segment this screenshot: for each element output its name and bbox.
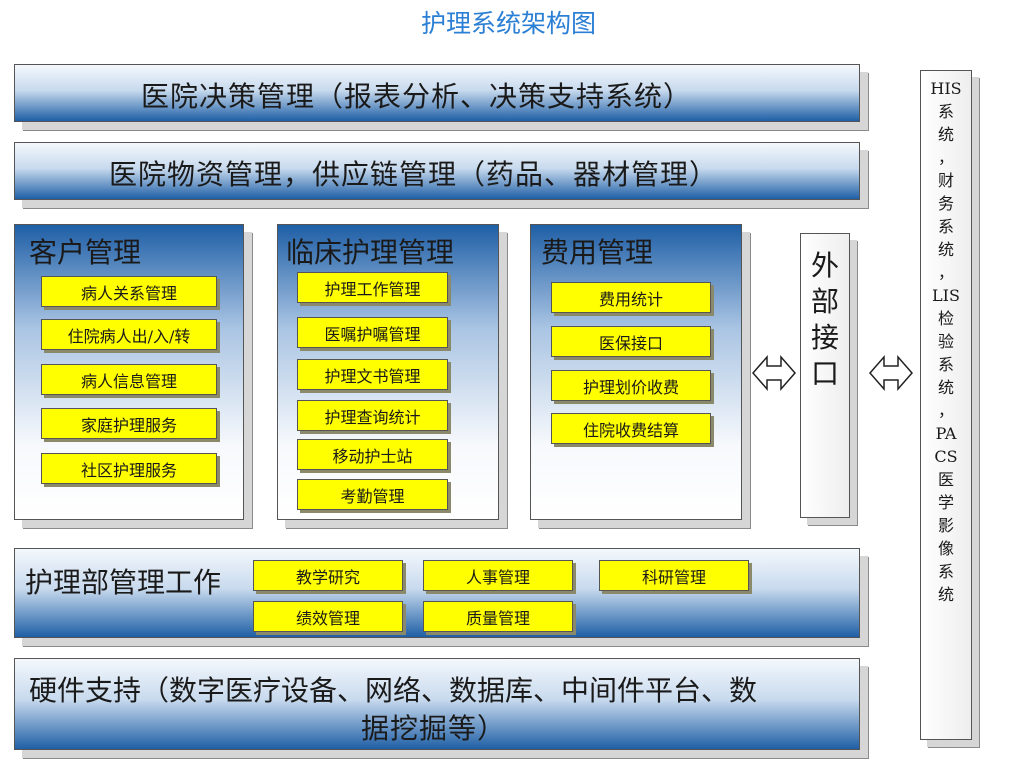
- clinical-item: 移动护士站: [297, 439, 448, 470]
- external-system-char: 验: [937, 332, 954, 351]
- external-system-char: ，: [937, 401, 954, 420]
- external-system-char: 像: [937, 539, 954, 558]
- interface-char: 口: [810, 357, 839, 390]
- external-system-char: 系: [937, 562, 954, 581]
- external-system-char: ，: [937, 148, 954, 167]
- billing-management-module: 费用管理 费用统计 医保接口 护理划价收费 住院收费结算: [530, 224, 742, 520]
- external-system-char: 财: [937, 171, 954, 190]
- external-system-char: 系: [937, 217, 954, 236]
- clinical-item: 护理文书管理: [297, 359, 448, 390]
- customer-item: 家庭护理服务: [41, 408, 217, 439]
- clinical-nursing-module: 临床护理管理 护理工作管理 医嘱护嘱管理 护理文书管理 护理查询统计 移动护士站…: [277, 224, 499, 520]
- external-system-char: PA: [935, 424, 957, 443]
- hardware-support-line1: 硬件支持（数字医疗设备、网络、数据库、中间件平台、数: [29, 674, 758, 707]
- external-interface-column: 外 部 接 口: [800, 233, 850, 518]
- external-system-char: 系: [937, 355, 954, 374]
- external-system-char: 医: [937, 470, 954, 489]
- external-system-char: 检: [937, 309, 954, 328]
- nursing-department-layer: 护理部管理工作 教学研究 人事管理 科研管理 绩效管理 质量管理: [14, 548, 860, 638]
- nursing-dept-item: 教学研究: [253, 560, 403, 591]
- billing-item: 住院收费结算: [551, 413, 711, 444]
- customer-management-module: 客户管理 病人关系管理 住院病人出/入/转 病人信息管理 家庭护理服务 社区护理…: [14, 224, 244, 520]
- customer-item: 住院病人出/入/转: [41, 319, 217, 350]
- clinical-item: 护理工作管理: [297, 272, 448, 303]
- interface-char: 接: [810, 321, 839, 354]
- nursing-dept-item: 绩效管理: [253, 601, 403, 632]
- billing-item: 费用统计: [551, 282, 711, 313]
- external-system-char: 统: [937, 240, 954, 259]
- billing-management-heading: 费用管理: [541, 236, 654, 269]
- customer-item: 社区护理服务: [41, 453, 217, 484]
- external-system-char: 统: [937, 125, 954, 144]
- supply-chain-layer: 医院物资管理，供应链管理（药品、器材管理）: [14, 142, 860, 200]
- customer-item: 病人关系管理: [41, 276, 217, 307]
- decision-management-layer: 医院决策管理（报表分析、决策支持系统）: [14, 64, 860, 122]
- nursing-dept-item: 质量管理: [423, 601, 573, 632]
- external-system-char: LIS: [932, 286, 960, 305]
- external-system-char: ，: [937, 263, 954, 282]
- external-system-char: 系: [937, 102, 954, 121]
- billing-item: 护理划价收费: [551, 370, 711, 401]
- decision-management-label: 医院决策管理（报表分析、决策支持系统）: [141, 80, 693, 113]
- external-system-char: HIS: [930, 79, 962, 98]
- hardware-support-layer: 硬件支持（数字医疗设备、网络、数据库、中间件平台、数 据挖掘等）: [14, 658, 860, 750]
- clinical-nursing-heading: 临床护理管理: [286, 236, 455, 269]
- external-system-char: 影: [937, 516, 954, 535]
- customer-management-heading: 客户管理: [29, 236, 142, 269]
- hardware-support-line2: 据挖掘等）: [361, 712, 507, 745]
- external-system-char: 统: [937, 378, 954, 397]
- interface-char: 外: [810, 249, 839, 282]
- nursing-dept-item: 科研管理: [599, 560, 749, 591]
- external-system-char: 务: [937, 194, 954, 213]
- supply-chain-label: 医院物资管理，供应链管理（药品、器材管理）: [109, 158, 719, 191]
- double-arrow-icon: [869, 355, 913, 391]
- nursing-dept-item: 人事管理: [423, 560, 573, 591]
- nursing-department-heading: 护理部管理工作: [25, 566, 222, 599]
- clinical-item: 考勤管理: [297, 479, 448, 510]
- interface-char: 部: [810, 285, 839, 318]
- customer-item: 病人信息管理: [41, 364, 217, 395]
- diagram-title: 护理系统架构图: [420, 9, 596, 38]
- external-system-char: CS: [934, 447, 958, 466]
- double-arrow-icon: [752, 355, 796, 391]
- billing-item: 医保接口: [551, 326, 711, 357]
- clinical-item: 护理查询统计: [297, 400, 448, 431]
- external-system-char: 学: [937, 493, 954, 512]
- clinical-item: 医嘱护嘱管理: [297, 317, 448, 348]
- external-system-char: 统: [937, 585, 954, 604]
